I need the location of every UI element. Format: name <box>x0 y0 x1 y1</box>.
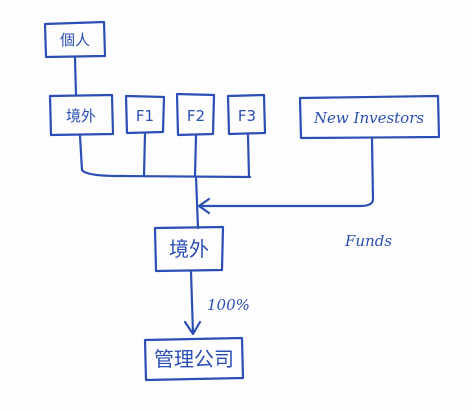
node-offshore-mid: 境外 <box>153 225 225 273</box>
node-new-investors-label: New Investors <box>313 109 424 127</box>
node-offshore-top-label: 境外 <box>66 107 96 125</box>
edge-individual-offshore <box>73 56 78 97</box>
node-f1: F1 <box>124 94 166 135</box>
edge-ownership-label: 100% <box>207 296 250 314</box>
node-individual: 個人 <box>43 20 107 59</box>
node-f2-label: F2 <box>187 107 205 125</box>
node-offshore-mid-label: 境外 <box>169 237 209 261</box>
node-f3-label: F3 <box>238 107 256 125</box>
node-new-investors: New Investors <box>298 94 441 140</box>
edge-funds-label: Funds <box>344 232 392 250</box>
node-management-company-label: 管理公司 <box>154 347 234 371</box>
edge-funds <box>197 137 375 215</box>
node-individual-label: 個人 <box>60 31 90 49</box>
node-f2: F2 <box>175 92 216 137</box>
node-f3: F3 <box>226 93 267 136</box>
node-management-company: 管理公司 <box>143 336 245 382</box>
bus-connectors <box>78 132 252 230</box>
node-f1-label: F1 <box>136 107 154 125</box>
node-offshore-top: 境外 <box>48 93 115 137</box>
edge-ownership <box>183 270 202 336</box>
